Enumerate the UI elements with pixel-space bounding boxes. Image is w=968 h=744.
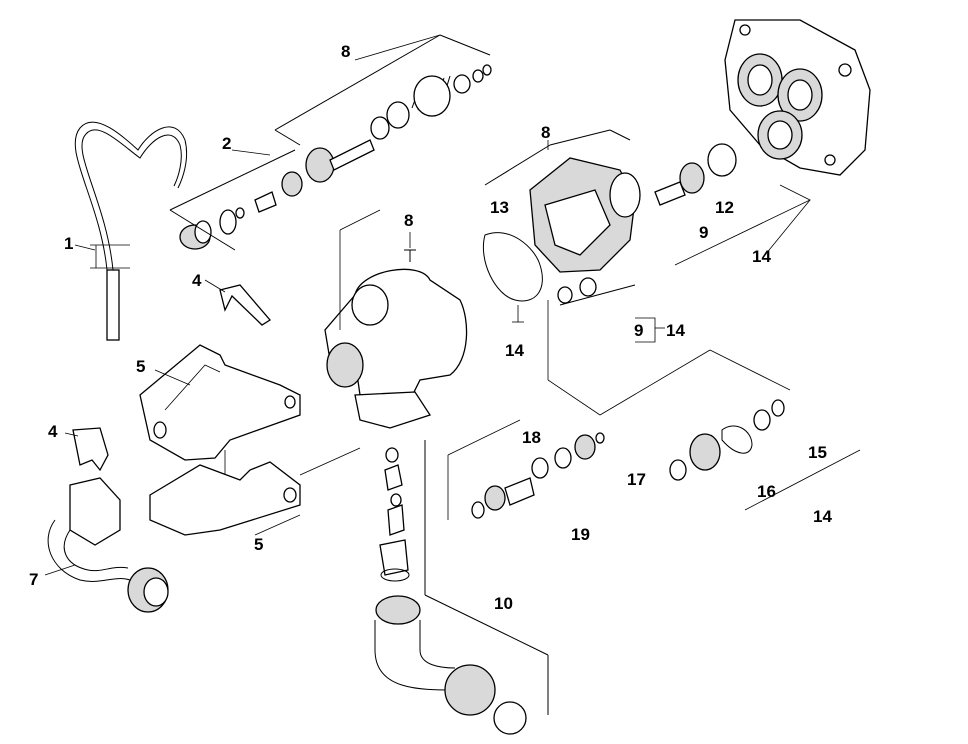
- callout-9-lower: 9: [634, 321, 643, 340]
- callout-8-head: 8: [541, 123, 550, 142]
- part-fitting-12: [654, 143, 737, 206]
- part-assembly-8-top: [274, 34, 492, 183]
- callout-5-upper: 5: [136, 357, 145, 376]
- callout-15: 15: [808, 443, 827, 462]
- callout-8-body: 8: [404, 211, 413, 230]
- callout-13: 13: [490, 198, 509, 217]
- part-valve-18-19: [471, 432, 605, 519]
- callout-16: 16: [757, 482, 776, 501]
- callout-14-bracket: 14: [666, 321, 685, 340]
- leader-lines: [44, 34, 861, 576]
- part-assembly-10: [374, 440, 549, 735]
- callout-7: 7: [29, 570, 38, 589]
- callout-12: 12: [715, 198, 734, 217]
- callout-1: 1: [64, 234, 73, 253]
- part-main-valve-body: [324, 249, 468, 429]
- part-valve-2: [169, 149, 303, 251]
- part-clip-4-upper: [204, 279, 271, 326]
- callout-19: 19: [571, 525, 590, 544]
- big-spring: [411, 75, 451, 117]
- part-pump-housing: [724, 19, 871, 176]
- callout-14-oring: 14: [505, 341, 524, 360]
- callout-5-lower: 5: [254, 535, 263, 554]
- part-cylinder-head: [484, 129, 641, 273]
- callout-4-upper: 4: [192, 271, 202, 290]
- callout-17: 17: [627, 470, 646, 489]
- callout-10: 10: [494, 594, 513, 613]
- part-tube: [74, 121, 188, 341]
- part-clip-4-lower: [64, 427, 109, 472]
- callout-8-top: 8: [341, 42, 350, 61]
- part-oring-13: [483, 232, 543, 323]
- part-elbow-7: [47, 477, 169, 613]
- part-valve-15-16: [669, 399, 785, 481]
- part-small-valve-9: [557, 277, 636, 306]
- callout-2: 2: [222, 134, 231, 153]
- part-bracket-5-lower: [149, 450, 301, 536]
- callout-4-lower: 4: [48, 422, 58, 441]
- part-bracket-5-upper: [139, 344, 301, 461]
- callouts: 1 2 4 4 5 5 7 8 8 8 9 9 10 12 13 14 14 1…: [29, 42, 832, 613]
- callout-14-lower: 14: [813, 507, 832, 526]
- callout-9-upper: 9: [699, 223, 708, 242]
- callout-14-head: 14: [752, 247, 771, 266]
- callout-18: 18: [522, 428, 541, 447]
